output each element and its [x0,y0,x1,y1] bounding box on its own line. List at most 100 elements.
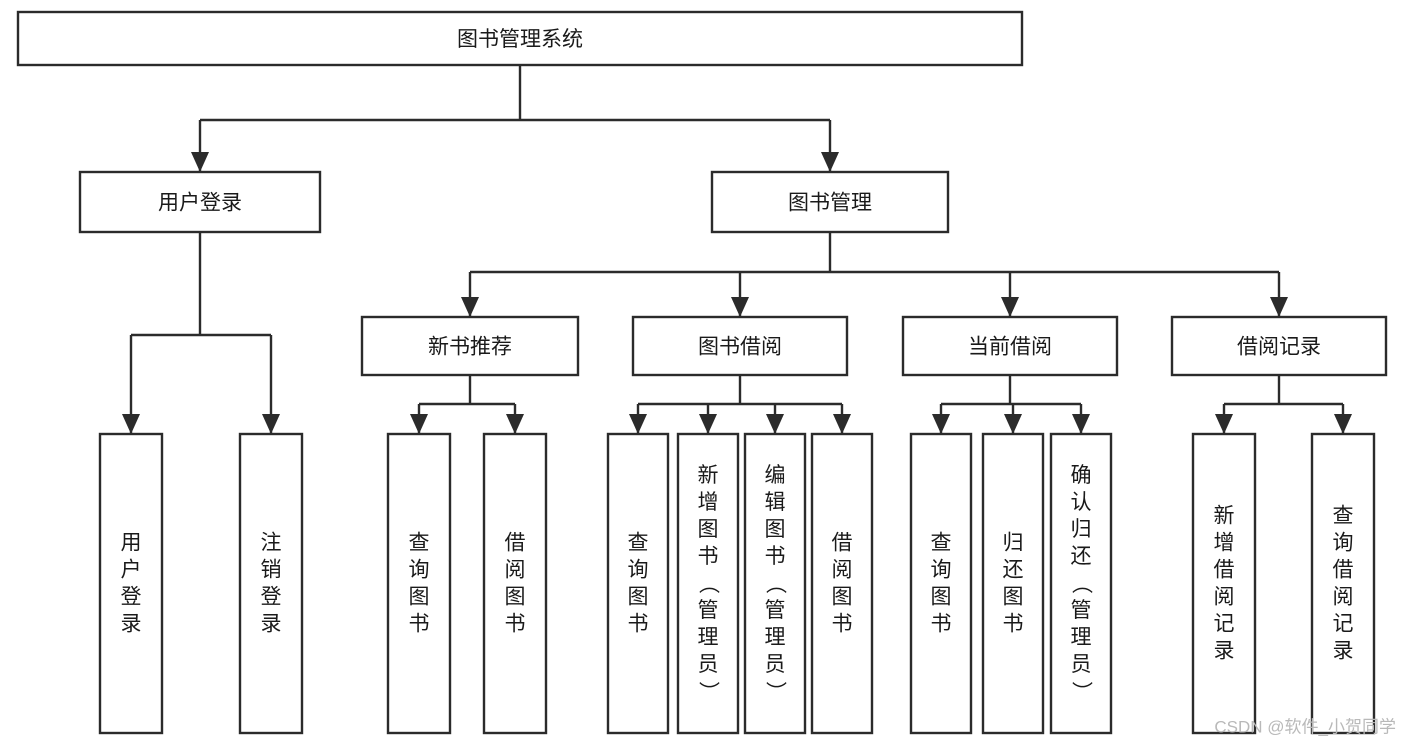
node-label-char: 归 [1003,532,1024,555]
node-借阅记录[interactable]: 借阅记录 [1170,315,1388,377]
node-label-char: 查 [931,532,952,555]
arrow-head-icon [506,414,524,434]
node-图书管理[interactable]: 图书管理 [710,170,950,234]
arrow-head-icon [932,414,950,434]
arrow-head-icon [1215,414,1233,434]
node-label-char: 录 [1214,640,1235,663]
arrow-head-icon [766,414,784,434]
node-box-借阅图书[interactable] [810,432,874,735]
node-box-图书管理[interactable] [710,170,950,234]
node-label-char: 借 [1333,559,1354,582]
node-label-char: 书 [832,613,853,636]
node-label-char: 图 [1003,586,1024,609]
node-label-char: 图 [931,586,952,609]
node-box-新增图书管理员[interactable] [676,432,740,735]
arrow-head-icon [1334,414,1352,434]
node-label-char: 借 [505,532,526,555]
node-box-查询图书[interactable] [909,432,973,735]
node-label-char: 还 [1071,545,1092,568]
node-label-char: 编 [765,464,786,487]
node-label-用户登录: 用户登录 [158,192,242,215]
node-用户登录[interactable]: 用户登录 [78,170,322,234]
node-box-图书借阅[interactable] [631,315,849,377]
node-label-char: 管 [765,599,786,622]
node-label-char: 登 [261,586,282,609]
node-box-查询借阅记录[interactable] [1310,432,1376,735]
node-label-char: 借 [832,532,853,555]
node-label-char: 员 [698,653,719,676]
arrow-head-icon [191,152,209,172]
node-label-char: 查 [409,532,430,555]
node-新书推荐[interactable]: 新书推荐 [360,315,580,377]
arrow-head-icon [833,414,851,434]
node-label-char: 查 [628,532,649,555]
node-box-注销登录[interactable] [238,432,304,735]
node-label-char: 录 [1333,640,1354,663]
node-box-借阅图书[interactable] [482,432,548,735]
arrow-head-icon [1270,297,1288,317]
node-label-char: 书 [931,613,952,636]
node-label-char: 理 [765,626,786,649]
node-label-char: 书 [1003,613,1024,636]
csdn-watermark: CSDN @软件_小贺同学 [1214,718,1396,737]
node-label-char: ） [697,681,720,702]
node-label-char: 新 [698,464,719,487]
node-box-新书推荐[interactable] [360,315,580,377]
arrow-head-icon [461,297,479,317]
node-label-char: （ [697,573,720,594]
node-label-当前借阅: 当前借阅 [968,336,1052,359]
node-label-char: ） [1070,681,1093,702]
node-label-char: 图 [832,586,853,609]
node-label-借阅记录: 借阅记录 [1237,336,1321,359]
node-box-当前借阅[interactable] [901,315,1119,377]
node-label-char: 借 [1214,559,1235,582]
node-label-char: 图 [505,586,526,609]
node-label-char: 录 [261,613,282,636]
node-box-编辑图书管理员[interactable] [743,432,807,735]
node-label-char: 书 [765,545,786,568]
node-box-查询图书[interactable] [606,432,670,735]
node-box-图书管理系统[interactable] [16,10,1024,67]
node-用户登录[interactable]: 用户登录 [98,432,164,735]
node-label-char: 登 [121,586,142,609]
node-box-归还图书[interactable] [981,432,1045,735]
node-box-借阅记录[interactable] [1170,315,1388,377]
arrow-head-icon [410,414,428,434]
node-label-char: 书 [628,613,649,636]
node-box-查询图书[interactable] [386,432,452,735]
node-图书借阅[interactable]: 图书借阅 [631,315,849,377]
node-label-char: 查 [1333,505,1354,528]
arrow-head-icon [1001,297,1019,317]
node-label-图书借阅: 图书借阅 [698,336,782,359]
node-当前借阅[interactable]: 当前借阅 [901,315,1119,377]
node-label-char: 阅 [1214,586,1235,609]
node-label-char: 图 [765,518,786,541]
node-label-char: 图 [409,586,430,609]
node-box-用户登录[interactable] [98,432,164,735]
node-label-char: 阅 [832,559,853,582]
node-label-char: 询 [409,559,430,582]
arrow-head-icon [1004,414,1022,434]
arrow-head-icon [731,297,749,317]
node-label-char: 认 [1071,491,1092,514]
node-label-新书推荐: 新书推荐 [428,336,512,359]
node-box-新增借阅记录[interactable] [1191,432,1257,735]
node-box-确认归还管理员[interactable] [1049,432,1113,735]
node-label-char: 阅 [1333,586,1354,609]
node-box-用户登录[interactable] [78,170,322,234]
node-图书管理系统[interactable]: 图书管理系统 [16,10,1024,67]
